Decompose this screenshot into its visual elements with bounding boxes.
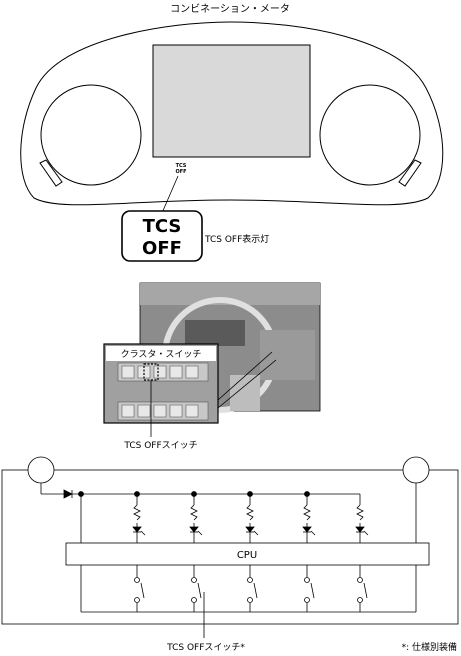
cpu-block xyxy=(65,542,430,566)
switch-branches xyxy=(134,565,368,612)
cpu-label: CPU xyxy=(237,550,257,561)
meter-title: コンビネーション・メータ xyxy=(170,3,290,15)
tcs-off-indicator-small-line1: TCS xyxy=(176,163,187,169)
cluster-switch-title: クラスタ・スイッチ xyxy=(121,349,202,360)
callout-line1: TCS xyxy=(143,216,182,237)
tcs-off-indicator-callout xyxy=(121,210,203,262)
right-vent xyxy=(398,159,422,187)
tcs-off-switch-circuit-label: TCS OFFスイッチ* xyxy=(166,642,245,653)
right-gauge xyxy=(319,84,421,186)
right-terminal xyxy=(402,456,430,484)
indicator-leader-line xyxy=(161,175,179,214)
circuit-diagram xyxy=(1,456,459,638)
combination-meter xyxy=(20,21,444,206)
diode-symbol xyxy=(63,489,73,499)
tcs-off-switch-photo-label: TCS OFFスイッチ xyxy=(123,440,197,451)
left-terminal xyxy=(27,456,55,484)
left-gauge xyxy=(40,84,142,186)
callout-line2: OFF xyxy=(142,238,182,259)
center-display xyxy=(152,44,311,158)
left-vent xyxy=(39,159,63,187)
cluster-switch-inset xyxy=(103,343,277,440)
optional-equipment-footnote: *: 仕様別装備 xyxy=(402,641,457,653)
tcs-off-indicator-label: TCS OFF表示灯 xyxy=(204,233,269,245)
tcs-off-indicator-small-line2: OFF xyxy=(175,169,186,175)
led-branches xyxy=(132,494,369,543)
